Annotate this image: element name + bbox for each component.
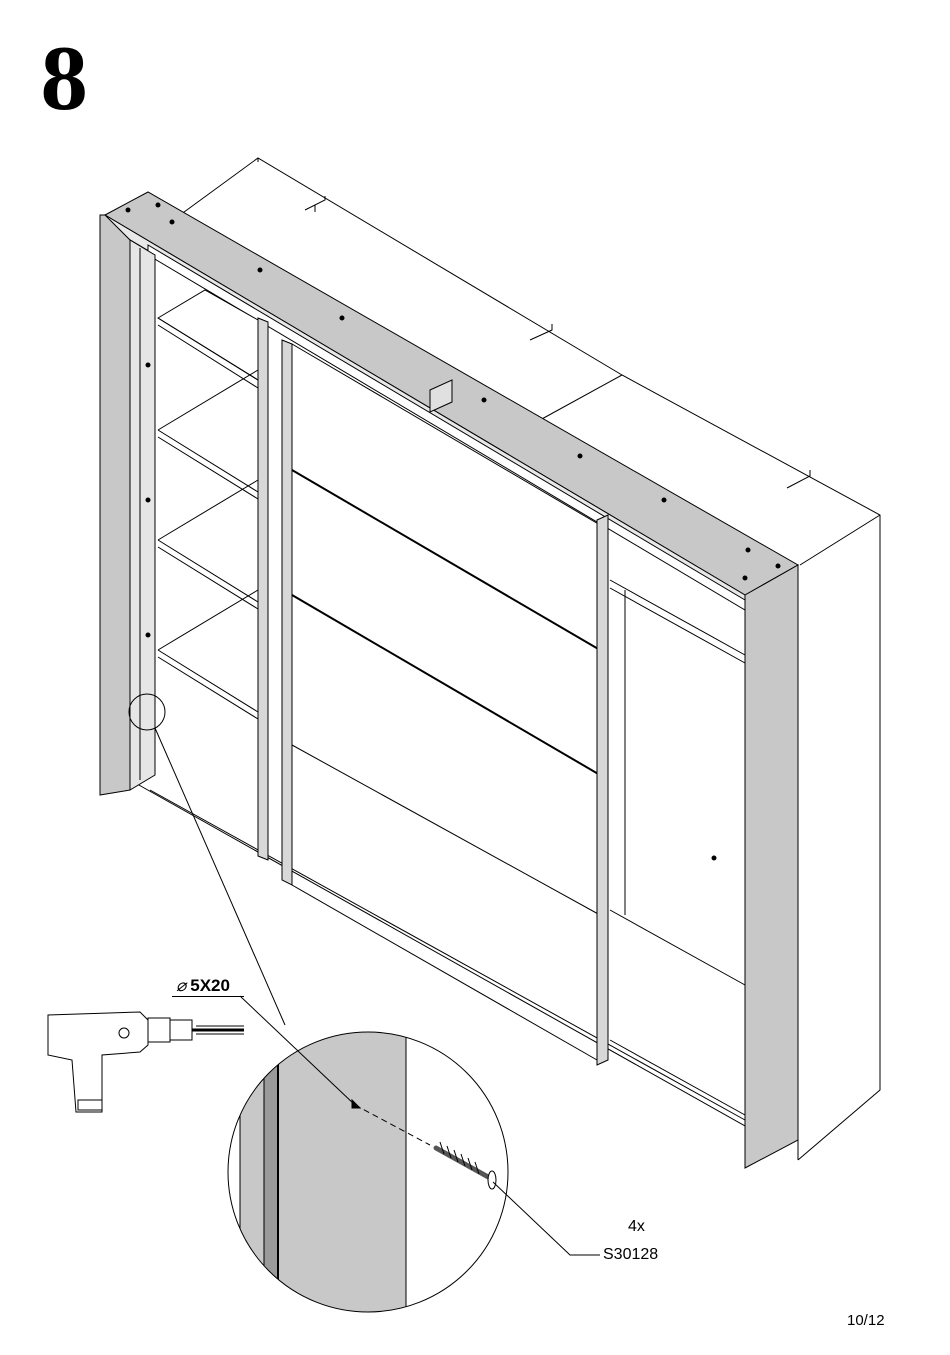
right-compartment [610,580,745,1115]
shelves [158,290,258,719]
drill-icon [48,1012,244,1112]
fitting-quantity: 4x [628,1218,645,1236]
drill-label-underline [172,996,244,997]
top-panel [105,192,798,610]
drill-size: 5X20 [190,976,230,995]
page-number: 10/12 [847,1312,885,1329]
diameter-icon: ⌀ [176,976,186,995]
detail-magnifier [129,694,600,1320]
left-side-panel [100,215,155,795]
right-side-panel [745,565,798,1168]
fitting-part-code: S30128 [603,1246,658,1264]
drill-size-label: ⌀5X20 [176,976,230,996]
